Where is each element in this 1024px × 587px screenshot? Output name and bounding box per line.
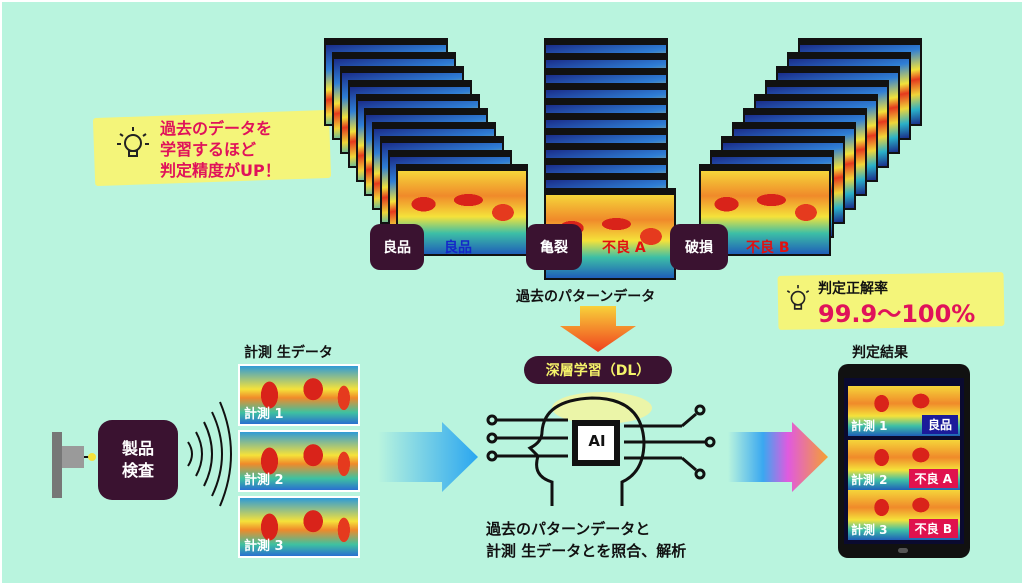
result-row-2: 計測 2 不良 A	[848, 440, 960, 490]
callout-line-2: 学習するほど	[160, 140, 257, 159]
learning-callout-text: 過去のデータを 学習するほど 判定精度がUP！	[160, 118, 281, 181]
past-pattern-label: 過去のパターンデータ	[516, 289, 656, 305]
deep-learning-badge: 深層学習（DL）	[524, 356, 672, 384]
raw-data-heatmap-1: 計測 1	[238, 364, 360, 426]
raw-data-label-1: 計測 1	[244, 407, 284, 422]
raw-data-title: 計測 生データ	[244, 345, 333, 361]
accuracy-value: 99.9〜100%	[818, 300, 976, 328]
ai-chip-label: AI	[588, 432, 606, 450]
down-arrow-icon	[558, 306, 638, 356]
result-meas-1: 計測 1	[851, 419, 888, 433]
category-tag-crack: 亀裂	[526, 224, 582, 270]
category-label-break: 不良 B	[746, 240, 790, 256]
sensor-icon	[50, 432, 100, 506]
raw-data-heatmap-2: 計測 2	[238, 430, 360, 492]
category-tag-good: 良品	[370, 224, 424, 270]
category-tag-break: 破損	[670, 224, 728, 270]
result-row-1: 計測 1 良品	[848, 386, 960, 436]
signal-wave-icon	[182, 394, 238, 518]
input-arrow-icon	[378, 422, 478, 496]
result-title: 判定結果	[852, 345, 908, 361]
category-label-good: 良品	[444, 240, 472, 256]
result-meas-3: 計測 3	[851, 523, 888, 537]
tablet-home-button	[898, 548, 908, 553]
inspection-box: 製品 検査	[98, 420, 178, 500]
accuracy-title: 判定正解率	[818, 281, 888, 297]
result-meas-2: 計測 2	[851, 473, 888, 487]
analysis-line-2: 計測 生データとを照合、解析	[486, 542, 687, 560]
deep-learning-label: 深層学習（DL）	[545, 363, 651, 379]
ai-head-icon	[482, 386, 722, 520]
callout-line-3: 判定精度がUP！	[160, 161, 281, 180]
inspection-line-1: 製品	[121, 439, 154, 458]
callout-line-1: 過去のデータを	[160, 119, 273, 138]
analysis-line-1: 過去のパターンデータと	[486, 520, 651, 538]
raw-data-heatmap-3: 計測 3	[238, 496, 360, 558]
result-verdict-1: 良品	[921, 415, 958, 434]
analysis-text: 過去のパターンデータと 計測 生データとを照合、解析	[486, 518, 686, 562]
result-verdict-2: 不良 A	[908, 469, 958, 488]
raw-data-label-2: 計測 2	[244, 473, 284, 488]
lightbulb-icon	[116, 124, 150, 168]
result-verdict-3: 不良 B	[908, 519, 958, 538]
inspection-line-2: 検査	[121, 461, 154, 480]
lightbulb-icon	[784, 282, 812, 320]
output-arrow-icon	[728, 422, 828, 496]
raw-data-label-3: 計測 3	[244, 539, 284, 554]
category-label-crack: 不良 A	[602, 240, 646, 256]
result-row-3: 計測 3 不良 B	[848, 490, 960, 540]
